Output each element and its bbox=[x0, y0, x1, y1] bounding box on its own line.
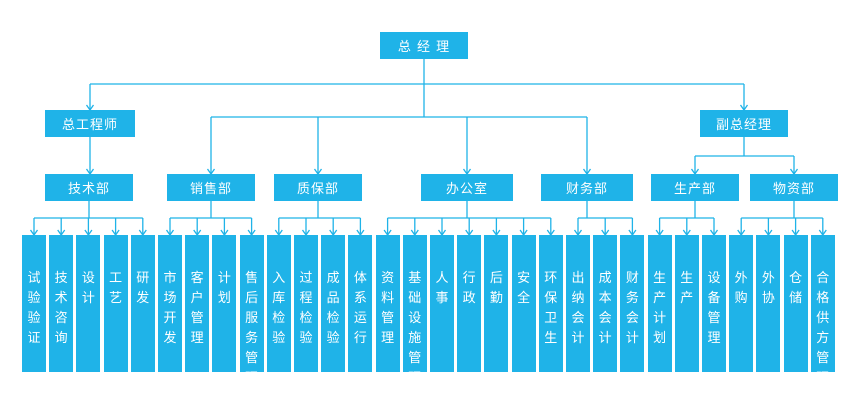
leaf-node: 出纳会计 bbox=[566, 235, 590, 372]
leaf-node: 市场开发 bbox=[158, 235, 182, 372]
leaf-label: 计划 bbox=[217, 271, 231, 306]
leaf-node: 基础设施管理 bbox=[402, 235, 427, 386]
leaf-label: 体系运行 bbox=[353, 271, 367, 346]
leaf-label: 设备管理 bbox=[707, 271, 721, 346]
leaf-label: 基础设施管理 bbox=[408, 271, 422, 386]
node-chief-engineer: 总工程师 bbox=[45, 110, 135, 137]
leaf-label: 过程检验 bbox=[299, 271, 313, 346]
leaf-node: 外协 bbox=[756, 235, 781, 372]
leaf-node: 生产 bbox=[674, 235, 699, 372]
leaf-label: 工艺 bbox=[109, 271, 123, 306]
dept-node-office: 办公室 bbox=[421, 174, 513, 201]
leaf-label: 环保卫生 bbox=[544, 271, 558, 346]
leaf-node: 外购 bbox=[729, 235, 754, 372]
leaf-label: 成品检验 bbox=[326, 271, 340, 346]
leaf-label: 市场开发 bbox=[163, 271, 177, 346]
leaf-node: 研发 bbox=[130, 235, 155, 372]
leaf-label: 安全 bbox=[517, 271, 531, 306]
dept-node-quality: 质保部 bbox=[274, 174, 362, 201]
leaf-node: 体系运行 bbox=[348, 235, 373, 372]
leaf-node: 设备管理 bbox=[702, 235, 726, 372]
root-node-general-manager: 总 经 理 bbox=[380, 32, 468, 59]
leaf-node: 计划 bbox=[212, 235, 237, 372]
leaf-label: 生产计划 bbox=[653, 271, 667, 346]
dept-node-materials: 物资部 bbox=[750, 174, 838, 201]
dept-node-finance: 财务部 bbox=[541, 174, 633, 201]
leaf-node: 后勤 bbox=[484, 235, 509, 372]
leaf-label: 出纳会计 bbox=[571, 271, 585, 346]
leaf-node: 技术咨询 bbox=[49, 235, 74, 372]
leaf-label: 外购 bbox=[734, 271, 748, 306]
leaf-node: 试验验证 bbox=[22, 235, 46, 372]
leaf-label: 人事 bbox=[435, 271, 449, 306]
leaf-label: 仓储 bbox=[789, 271, 803, 306]
leaf-node: 入库检验 bbox=[266, 235, 291, 372]
leaf-node: 资料管理 bbox=[375, 235, 400, 372]
leaf-label: 财务会计 bbox=[625, 271, 639, 346]
dept-node-tech: 技术部 bbox=[45, 174, 133, 201]
leaf-node: 售后服务管理 bbox=[239, 235, 264, 386]
leaf-node: 工艺 bbox=[103, 235, 128, 372]
leaf-node: 过程检验 bbox=[294, 235, 318, 372]
leaf-label: 后勤 bbox=[489, 271, 503, 306]
leaf-label: 售后服务管理 bbox=[245, 271, 259, 386]
leaf-node: 安全 bbox=[511, 235, 536, 372]
leaf-node: 人事 bbox=[430, 235, 454, 372]
leaf-node: 环保卫生 bbox=[538, 235, 563, 372]
leaf-label: 外协 bbox=[761, 271, 775, 306]
leaf-label: 生产 bbox=[680, 271, 694, 306]
leaf-label: 技术咨询 bbox=[54, 271, 68, 346]
leaf-node: 设计 bbox=[76, 235, 101, 372]
dept-node-sales: 销售部 bbox=[167, 174, 255, 201]
leaf-label: 研发 bbox=[136, 271, 150, 306]
leaf-label: 合格供方管理 bbox=[816, 271, 830, 386]
leaf-label: 资料管理 bbox=[381, 271, 395, 346]
leaf-label: 行政 bbox=[462, 271, 476, 306]
leaf-label: 设计 bbox=[81, 271, 95, 306]
leaf-label: 客户管理 bbox=[190, 271, 204, 346]
leaf-label: 入库检验 bbox=[272, 271, 286, 346]
leaf-label: 成本会计 bbox=[598, 271, 612, 346]
leaf-node: 成本会计 bbox=[593, 235, 618, 372]
leaf-node: 仓储 bbox=[783, 235, 808, 372]
dept-node-production: 生产部 bbox=[651, 174, 739, 201]
leaf-node: 生产计划 bbox=[647, 235, 672, 372]
node-deputy-general-manager: 副总经理 bbox=[700, 110, 788, 137]
leaf-node: 客户管理 bbox=[185, 235, 210, 372]
leaf-node: 合格供方管理 bbox=[810, 235, 835, 386]
leaf-node: 行政 bbox=[457, 235, 482, 372]
leaf-node: 财务会计 bbox=[620, 235, 645, 372]
leaf-node: 成品检验 bbox=[321, 235, 346, 372]
leaf-label: 试验验证 bbox=[27, 271, 41, 346]
